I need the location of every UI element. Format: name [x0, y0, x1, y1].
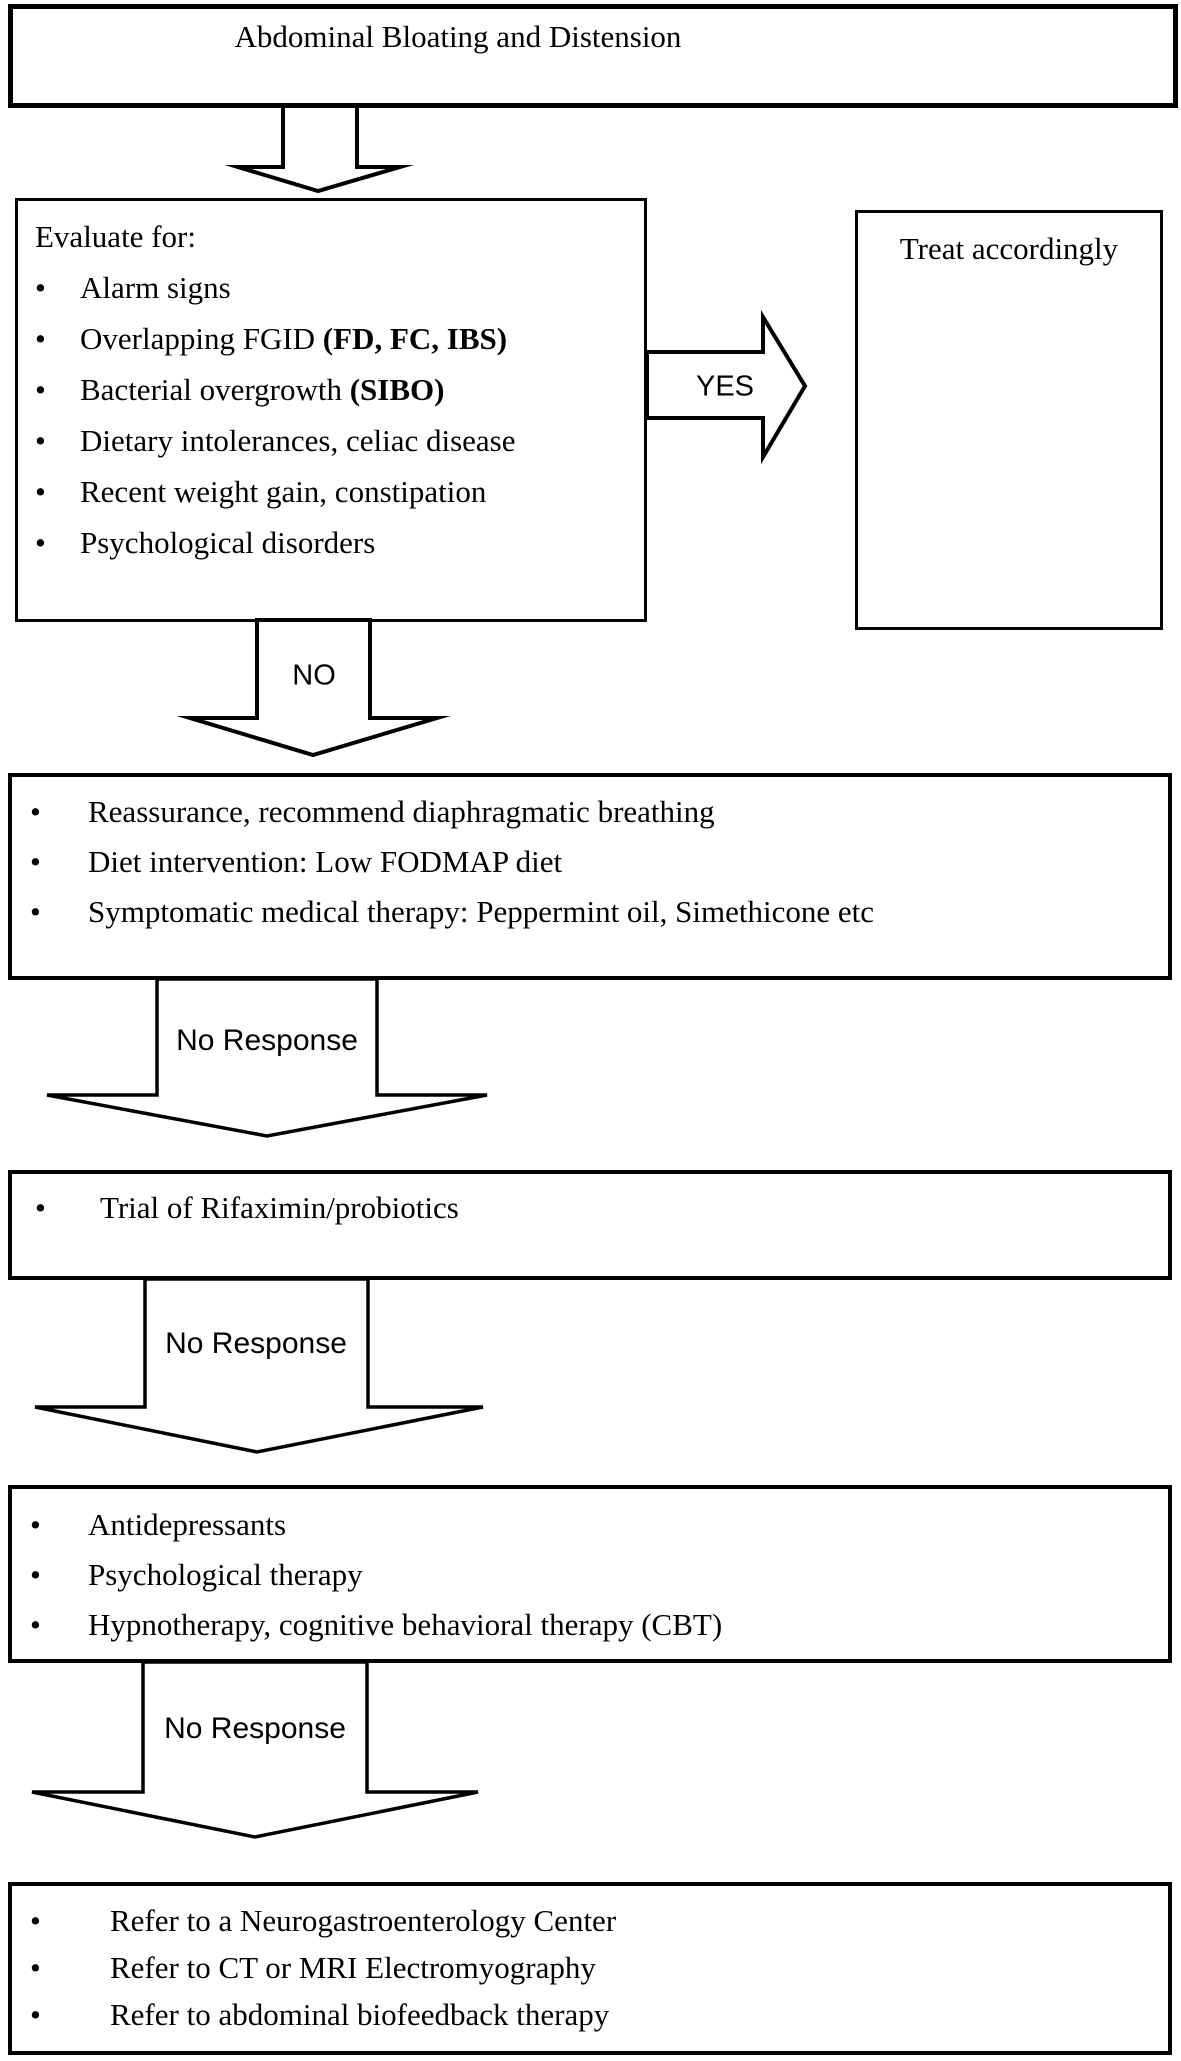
list-item: • Refer to CT or MRI Electromyography — [30, 1944, 1162, 1991]
start-box: Abdominal Bloating and Distension — [8, 4, 1178, 108]
list-item: • Diet intervention: Low FODMAP diet — [30, 837, 1162, 887]
bullet-icon: • — [35, 525, 46, 560]
list-item-text: Trial of Rifaximin/probiotics — [100, 1190, 459, 1225]
bullet-list: • Trial of Rifaximin/probiotics — [12, 1174, 1168, 1233]
no-response-label-1: No Response — [176, 1024, 358, 1057]
no-response-arrow-3 — [31, 1660, 479, 1839]
list-item: • Overlapping FGID (FD, FC, IBS) — [35, 313, 638, 364]
bullet-list: • Antidepressants • Psychological therapy • H… — [12, 1489, 1168, 1650]
yes-arrow — [645, 309, 808, 465]
bullet-icon: • — [30, 894, 41, 929]
list-item-text: Bacterial overgrowth (SIBO) — [80, 372, 445, 407]
list-item: • Recent weight gain, constipation — [35, 466, 638, 517]
evaluate-heading: Evaluate for: — [35, 219, 196, 254]
referral-box: • Refer to a Neurogastroenterology Center… — [8, 1882, 1172, 2055]
list-item: • Reassurance, recommend diaphragmatic br… — [30, 787, 1162, 837]
list-item-text: Psychological therapy — [88, 1557, 363, 1592]
conservative-therapy-box: • Reassurance, recommend diaphragmatic br… — [8, 773, 1172, 980]
list-item: • Refer to a Neurogastroenterology Center — [30, 1897, 1162, 1944]
no-label: NO — [292, 659, 336, 692]
list-item-text: Refer to CT or MRI Electromyography — [110, 1950, 596, 1985]
bullet-list: • Reassurance, recommend diaphragmatic br… — [12, 777, 1168, 937]
no-response-arrow-2 — [34, 1277, 484, 1454]
bullet-icon: • — [30, 1557, 41, 1592]
rifaximin-box: • Trial of Rifaximin/probiotics — [8, 1170, 1172, 1280]
bullet-icon: • — [35, 423, 46, 458]
start-box-title: Abdominal Bloating and Distension — [234, 19, 682, 54]
list-item: • Hypnotherapy, cognitive behavioral ther… — [30, 1600, 1162, 1650]
down-arrow-start-to-evaluate — [224, 104, 414, 194]
bullet-list: • Alarm signs • Overlapping FGID (FD, FC, I… — [35, 262, 638, 568]
bullet-icon: • — [30, 794, 41, 829]
no-response-label-2: No Response — [165, 1327, 347, 1360]
treat-box-title: Treat accordingly — [899, 231, 1119, 266]
treat-accordingly-box: Treat accordingly — [855, 210, 1163, 630]
list-item-text: Overlapping FGID (FD, FC, IBS) — [80, 321, 508, 356]
no-response-label-3: No Response — [164, 1712, 346, 1745]
psych-therapy-box: • Antidepressants • Psychological therapy • H… — [8, 1485, 1172, 1663]
no-arrow — [176, 618, 451, 758]
list-item: • Dietary intolerances, celiac disease — [35, 415, 638, 466]
list-item-text: Hypnotherapy, cognitive behavioral thera… — [88, 1607, 723, 1642]
list-item-text: Refer to abdominal biofeedback therapy — [110, 1997, 610, 2032]
list-item-text: Reassurance, recommend diaphragmatic bre… — [88, 794, 715, 829]
list-item: • Psychological disorders — [35, 517, 638, 568]
list-item: • Refer to abdominal biofeedback therapy — [30, 1991, 1162, 2038]
bullet-icon: • — [35, 270, 46, 305]
bullet-icon: • — [30, 1507, 41, 1542]
list-item-text: Alarm signs — [80, 270, 231, 305]
bullet-list: • Refer to a Neurogastroenterology Center… — [12, 1886, 1168, 2038]
list-item: • Antidepressants — [30, 1500, 1162, 1550]
yes-label: YES — [695, 370, 755, 403]
bullet-icon: • — [35, 372, 46, 407]
list-item-text: Antidepressants — [88, 1507, 287, 1542]
no-response-arrow-1 — [46, 977, 488, 1138]
bullet-icon: • — [30, 844, 41, 879]
list-item-text: Diet intervention: Low FODMAP diet — [88, 844, 563, 879]
bullet-icon: • — [35, 474, 46, 509]
list-item-text: Dietary intolerances, celiac disease — [80, 423, 516, 458]
list-item: • Bacterial overgrowth (SIBO) — [35, 364, 638, 415]
list-item: • Trial of Rifaximin/probiotics — [35, 1183, 1162, 1233]
list-item-text: Symptomatic medical therapy: Peppermint … — [88, 894, 875, 929]
list-item: • Alarm signs — [35, 262, 638, 313]
bullet-icon: • — [30, 1903, 41, 1938]
list-item-text: Recent weight gain, constipation — [80, 474, 487, 509]
bullet-icon: • — [30, 1997, 41, 2032]
bullet-icon: • — [30, 1607, 41, 1642]
bullet-icon: • — [35, 1190, 46, 1225]
list-item-text: Psychological disorders — [80, 525, 376, 560]
list-item: • Psychological therapy — [30, 1550, 1162, 1600]
list-item-text: Refer to a Neurogastroenterology Center — [110, 1903, 617, 1938]
list-item: • Symptomatic medical therapy: Peppermint… — [30, 887, 1162, 937]
bullet-icon: • — [35, 321, 46, 356]
bullet-icon: • — [30, 1950, 41, 1985]
